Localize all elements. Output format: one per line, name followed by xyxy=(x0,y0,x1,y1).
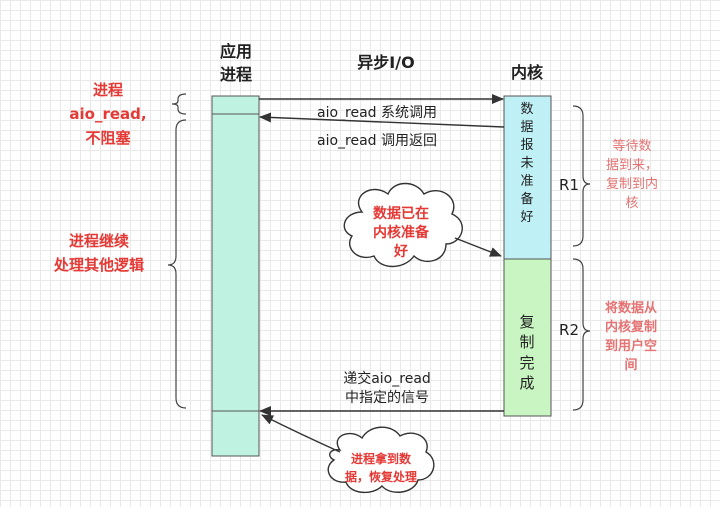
r1-desc-line: 等待数 xyxy=(612,138,651,154)
left-annotation-a: 进程 aio_read, 不阻塞 xyxy=(69,81,146,147)
cloud-done-line: 据，恢复处理 xyxy=(345,469,417,484)
left-annotation-b: 进程继续 处理其他逻辑 xyxy=(53,232,144,274)
left-annotation-b-line1: 进程继续 xyxy=(69,232,129,250)
cloud-done xyxy=(327,426,435,493)
app-process-label-line2: 进程 xyxy=(220,65,252,84)
not-ready-char: 备 xyxy=(520,191,533,207)
signal-label-line2: 中指定的信号 xyxy=(345,390,429,406)
r2-desc-line: 内核复制 xyxy=(605,319,657,335)
left-annotation-a-line3: 不阻塞 xyxy=(85,129,131,147)
kernel-not-ready-text: 数 据 报 未 准 备 好 xyxy=(520,102,533,225)
left-annotation-a-line2: aio_read, xyxy=(69,105,146,123)
cloud-ready xyxy=(343,182,463,268)
cloud-ready-text: 数据已在 内核准备 好 xyxy=(373,205,430,260)
cloud-ready-line: 内核准备 xyxy=(373,224,430,241)
brace-large xyxy=(167,119,187,409)
phase-r1-label: R1 xyxy=(559,176,579,194)
r1-desc-line: 复制到内 xyxy=(606,176,658,192)
copy-char: 复 xyxy=(519,313,534,331)
cloud-ready-line: 数据已在 xyxy=(373,205,429,222)
copy-char: 制 xyxy=(519,333,534,351)
kernel-copy-text: 复 制 完 成 xyxy=(519,313,534,392)
cloud-done-line: 进程拿到数 xyxy=(351,451,412,466)
kernel-label: 内核 xyxy=(511,63,543,82)
left-annotation-a-line1: 进程 xyxy=(93,81,123,99)
not-ready-char: 准 xyxy=(520,174,533,189)
phase-r2-label: R2 xyxy=(559,321,579,339)
r1-desc-line: 核 xyxy=(625,196,638,211)
copy-char: 成 xyxy=(519,374,534,392)
not-ready-char: 未 xyxy=(520,156,533,171)
brace-r2 xyxy=(572,258,591,411)
r2-desc-line: 间 xyxy=(624,357,637,373)
cloud-ready-pointer xyxy=(454,237,502,257)
cloud-done-pointer xyxy=(261,414,341,453)
kernel-copy-block xyxy=(503,258,552,417)
brace-r1 xyxy=(572,105,591,247)
syscall-label: aio_read 系统调用 xyxy=(317,105,437,121)
not-ready-char: 据 xyxy=(520,120,533,135)
not-ready-char: 数 xyxy=(520,102,533,117)
diagram-title: 异步I/O xyxy=(357,53,414,72)
syscall-return-arrow xyxy=(259,112,505,128)
brace-small xyxy=(171,93,187,115)
left-annotation-b-line2: 处理其他逻辑 xyxy=(53,256,144,274)
app-process-label-line1: 应用 xyxy=(220,42,252,61)
cloud-ready-line: 好 xyxy=(393,243,408,260)
not-ready-char: 报 xyxy=(520,138,533,153)
phase-r1-description: 等待数 据到来， 复制到内 核 xyxy=(606,138,658,211)
r2-desc-line: 将数据从 xyxy=(605,300,657,316)
cloud-done-text: 进程拿到数 据，恢复处理 xyxy=(345,451,417,484)
r1-desc-line: 据到来， xyxy=(606,158,658,173)
syscall-return-label: aio_read 调用返回 xyxy=(317,133,437,149)
copy-char: 完 xyxy=(519,354,534,372)
kernel-not-ready-block xyxy=(503,95,552,260)
signal-label-line1: 递交aio_read xyxy=(343,370,431,387)
not-ready-char: 好 xyxy=(520,210,533,225)
app-process-column xyxy=(211,95,260,457)
r2-desc-line: 到用户空 xyxy=(605,338,657,354)
phase-r2-description: 将数据从 内核复制 到用户空 间 xyxy=(605,300,657,373)
